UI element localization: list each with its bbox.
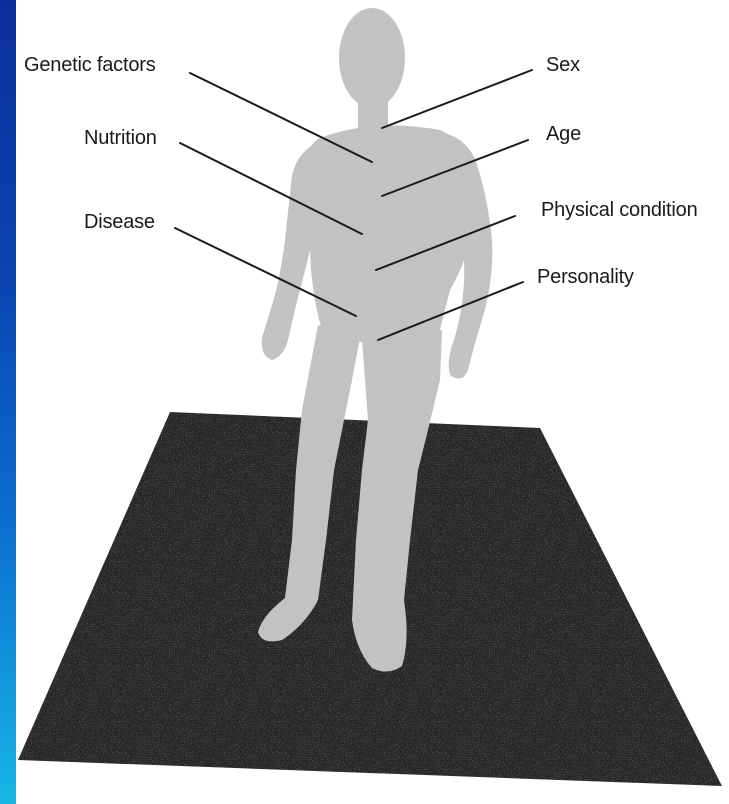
label-sex: Sex xyxy=(546,54,580,77)
label-nutrition: Nutrition xyxy=(84,127,157,150)
label-personality: Personality xyxy=(537,266,634,289)
label-physical-condition: Physical condition xyxy=(541,199,698,222)
leader-genetic-factors xyxy=(190,73,372,162)
label-disease: Disease xyxy=(84,211,155,234)
leader-sex xyxy=(382,70,532,128)
label-age: Age xyxy=(546,123,581,146)
label-genetic-factors: Genetic factors xyxy=(24,54,156,77)
